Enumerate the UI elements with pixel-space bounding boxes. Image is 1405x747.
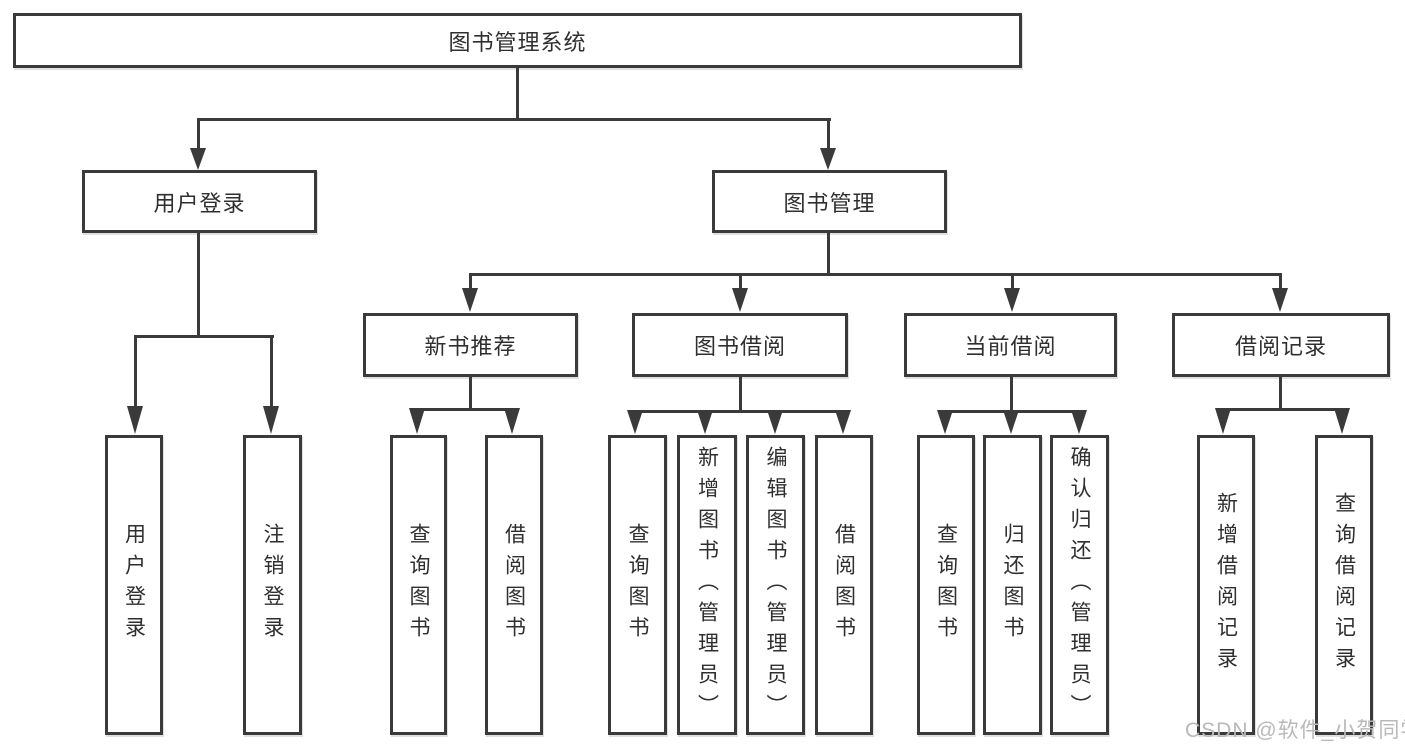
leaf-add-borrow-record-label: 新增借阅记录	[1214, 492, 1238, 678]
leaf-add-book-admin: 新增图书（管理员）	[677, 435, 737, 735]
connector-level1-branch	[197, 118, 831, 121]
leaf-edit-book-admin-label: 编辑图书（管理员）	[764, 445, 787, 725]
leaf-confirm-return-admin: 确认归还（管理员）	[1050, 435, 1109, 735]
leaf-logout: 注销登录	[243, 435, 302, 735]
connector-section-drop	[1279, 273, 1282, 290]
connector-section-drop	[1011, 273, 1014, 290]
connector-user-login-branch	[134, 335, 274, 338]
arrowhead-icon	[1334, 408, 1350, 434]
arrowhead-icon	[835, 410, 851, 434]
connector-section3-stem	[1279, 377, 1282, 408]
arrowhead-icon	[767, 410, 783, 434]
leaf-query-books-recommend: 查询图书	[390, 435, 447, 735]
node-new-book-recommend-label: 新书推荐	[424, 334, 517, 359]
leaf-return-book-label: 归还图书	[1001, 523, 1024, 647]
connector-section0-stem	[469, 377, 472, 408]
node-user-login: 用户登录	[82, 170, 317, 233]
connector-section1-stem	[739, 377, 742, 410]
leaf-borrow-books-recommend: 借阅图书	[485, 435, 543, 735]
connector-level2-branch	[469, 273, 1282, 276]
connector-book-mgmt-stem	[827, 233, 830, 273]
arrowhead-icon	[504, 408, 520, 434]
connector-user-login-drop	[197, 118, 200, 152]
leaf-borrow-books-recommend-label: 借阅图书	[502, 523, 526, 647]
arrowhead-icon	[462, 288, 478, 312]
arrowhead-icon	[937, 410, 953, 434]
connector-leaf-drop	[270, 335, 273, 408]
leaf-query-borrow-record: 查询借阅记录	[1315, 435, 1373, 735]
node-book-borrowing-label: 图书借阅	[693, 334, 786, 359]
node-book-borrowing: 图书借阅	[632, 313, 848, 377]
arrowhead-icon	[1003, 410, 1019, 434]
node-library-system-label: 图书管理系统	[448, 29, 587, 55]
connector-section1-branch	[634, 410, 845, 413]
connector-section3-branch	[1222, 408, 1344, 411]
node-library-system: 图书管理系统	[13, 13, 1022, 68]
leaf-edit-book-admin: 编辑图书（管理员）	[746, 435, 805, 735]
connector-leaf-drop	[134, 335, 137, 408]
leaf-query-borrow-record-label: 查询借阅记录	[1332, 492, 1356, 678]
arrowhead-icon	[820, 148, 836, 170]
arrowhead-icon	[627, 410, 643, 434]
connector-section2-stem	[1010, 377, 1013, 410]
leaf-query-books-borrowing: 查询图书	[608, 435, 667, 735]
connector-root-stem	[516, 68, 519, 118]
arrowhead-icon	[409, 408, 425, 434]
node-current-borrowing-label: 当前借阅	[964, 334, 1057, 359]
leaf-add-borrow-record: 新增借阅记录	[1197, 435, 1255, 735]
connector-section-drop	[469, 273, 472, 290]
node-borrowing-records-label: 借阅记录	[1234, 334, 1327, 359]
leaf-borrow-books-borrowing: 借阅图书	[815, 435, 873, 735]
arrowhead-icon	[732, 288, 748, 312]
connector-section0-branch	[416, 408, 514, 411]
arrowhead-icon	[697, 410, 713, 434]
leaf-query-books-borrowing-label: 查询图书	[626, 523, 649, 647]
leaf-user-login-label: 用户登录	[122, 523, 146, 647]
arrowhead-icon	[263, 406, 279, 434]
node-new-book-recommend: 新书推荐	[363, 313, 578, 377]
arrowhead-icon	[1004, 288, 1020, 312]
leaf-query-books-recommend-label: 查询图书	[407, 523, 430, 647]
leaf-query-books-current-label: 查询图书	[934, 523, 958, 647]
node-current-borrowing: 当前借阅	[904, 313, 1117, 377]
leaf-return-book: 归还图书	[983, 435, 1042, 735]
arrowhead-icon	[1215, 408, 1231, 434]
connector-section-drop	[739, 273, 742, 290]
arrowhead-icon	[1272, 288, 1288, 312]
leaf-borrow-books-borrowing-label: 借阅图书	[832, 523, 856, 647]
arrowhead-icon	[190, 148, 206, 170]
connector-book-mgmt-drop	[827, 118, 830, 152]
node-book-management-label: 图书管理	[783, 190, 876, 216]
leaf-user-login: 用户登录	[105, 435, 163, 735]
leaf-query-books-current: 查询图书	[917, 435, 975, 735]
arrowhead-icon	[1071, 410, 1087, 434]
csdn-watermark: CSDN @软件_小贺同学	[1185, 719, 1405, 742]
leaf-add-book-admin-label: 新增图书（管理员）	[695, 445, 719, 725]
node-user-login-label: 用户登录	[153, 190, 246, 216]
arrowhead-icon	[127, 406, 143, 434]
node-book-management: 图书管理	[712, 170, 947, 233]
connector-user-login-stem	[197, 233, 200, 335]
leaf-confirm-return-admin-label: 确认归还（管理员）	[1068, 445, 1091, 725]
leaf-logout-label: 注销登录	[261, 523, 284, 647]
node-borrowing-records: 借阅记录	[1172, 313, 1390, 377]
